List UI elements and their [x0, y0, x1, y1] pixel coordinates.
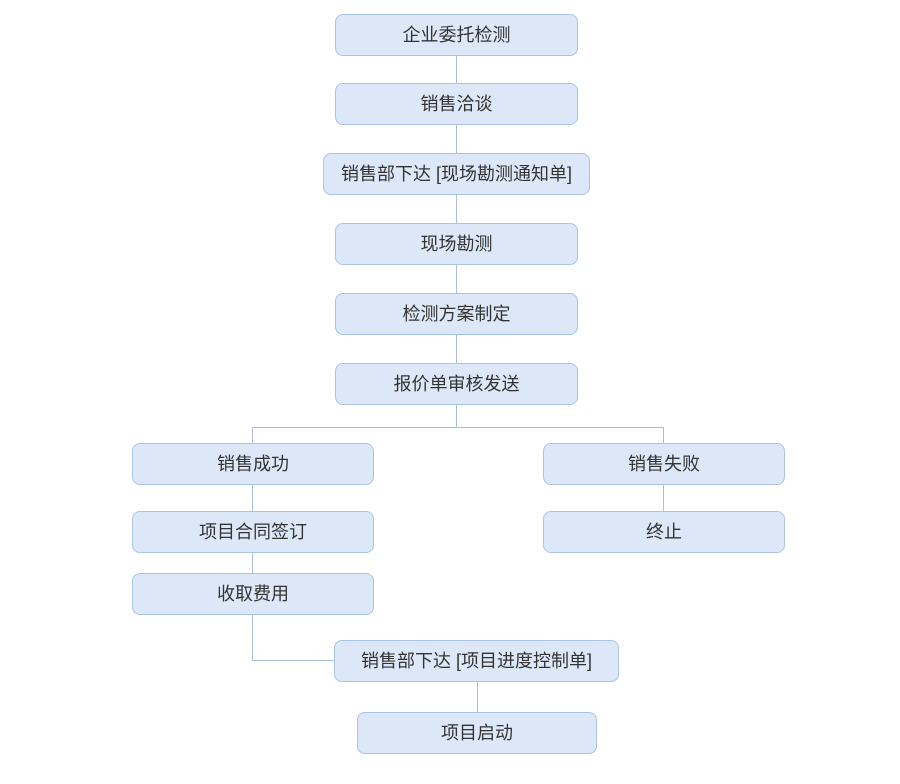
node-sales-success: 销售成功 — [132, 443, 374, 485]
connector-n4-n5 — [456, 265, 457, 293]
connector-n3-n4 — [456, 195, 457, 223]
node-sales-failure: 销售失败 — [543, 443, 785, 485]
connector-n8-n10 — [663, 485, 664, 511]
connector-n9-n11 — [252, 553, 253, 573]
connector-branch-n7 — [252, 427, 253, 443]
node-testing-plan-formulation: 检测方案制定 — [335, 293, 578, 335]
connector-n5-n6 — [456, 335, 457, 363]
node-quotation-review-send: 报价单审核发送 — [335, 363, 578, 405]
connector-branch-bar — [252, 427, 664, 428]
connector-n7-n9 — [252, 485, 253, 511]
node-terminate: 终止 — [543, 511, 785, 553]
connector-n11-elbow — [252, 615, 253, 661]
node-sales-negotiation: 销售洽谈 — [335, 83, 578, 125]
node-sales-dept-progress-control-sheet: 销售部下达 [项目进度控制单] — [334, 640, 619, 682]
connector-n6-branch — [456, 405, 457, 427]
node-project-contract-signing: 项目合同签订 — [132, 511, 374, 553]
node-enterprise-commissioned-testing: 企业委托检测 — [335, 14, 578, 56]
node-site-survey: 现场勘测 — [335, 223, 578, 265]
connector-branch-n8 — [663, 427, 664, 443]
node-project-launch: 项目启动 — [357, 712, 597, 754]
connector-n12-n13 — [477, 682, 478, 712]
connector-elbow-n12 — [252, 660, 334, 661]
node-sales-dept-site-survey-notice: 销售部下达 [现场勘测通知单] — [323, 153, 590, 195]
node-fee-collection: 收取费用 — [132, 573, 374, 615]
connector-n1-n2 — [456, 56, 457, 83]
connector-n2-n3 — [456, 125, 457, 153]
